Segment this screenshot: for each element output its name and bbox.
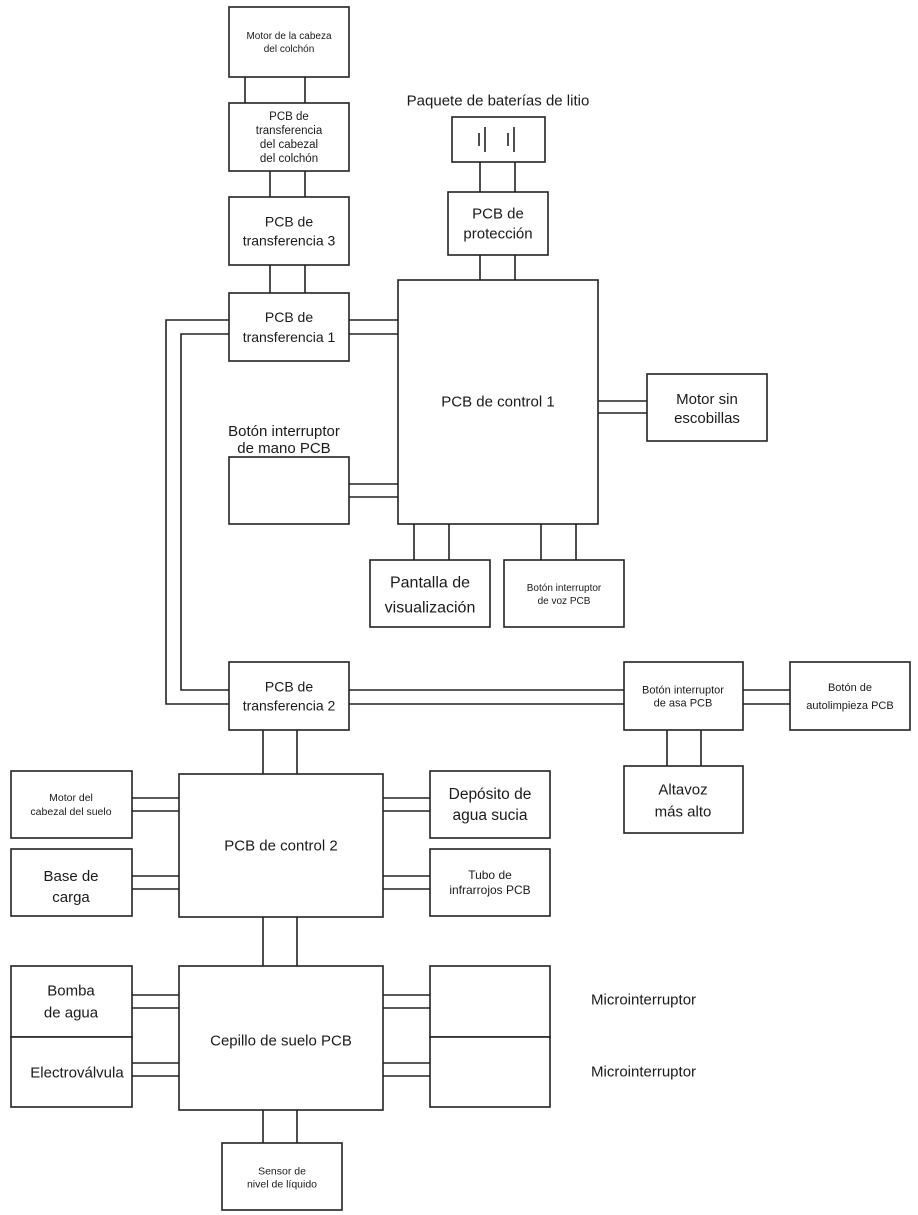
micro-1-title-text: Microinterruptor: [591, 991, 696, 1008]
base-carga-box: [10, 848, 133, 917]
electrovalvula-box: [10, 1036, 133, 1108]
deposito-text: Depósito de: [449, 786, 532, 803]
motor-cabezal-suelo-text: Motor del: [49, 792, 93, 804]
boton-mano-title-text: Botón interruptor: [228, 423, 340, 440]
base-carga-text: carga: [52, 889, 90, 906]
cepillo-box: [178, 965, 384, 1111]
connections: [132, 77, 790, 1143]
boton-autolimpieza-text: Botón de: [828, 682, 872, 694]
wire-bus: [165, 319, 229, 705]
pcb-transfer-1-text: PCB de: [265, 309, 313, 325]
micro-2-box: [429, 1036, 551, 1108]
pcb-transfer-1-box: [228, 292, 350, 362]
bomba-box: [10, 965, 133, 1038]
bomba-text: de agua: [44, 1004, 99, 1021]
pcb-transfer-cabezal-text: del colchón: [260, 153, 318, 165]
pcb-proteccion-box: [447, 191, 549, 256]
pcb-transfer-3-text: transferencia 3: [243, 233, 336, 249]
pcb-control-2-text: PCB de control 2: [224, 837, 337, 854]
pcb-transfer-cabezal-text: PCB de: [269, 111, 309, 123]
bomba-text: Bomba: [47, 982, 95, 999]
pcb-control-2-box: [178, 773, 384, 918]
micro-2-title-text: Microinterruptor: [591, 1063, 696, 1080]
pantalla-text: visualización: [385, 599, 476, 616]
pcb-proteccion-text: PCB de: [472, 205, 524, 222]
motor-sin-escobillas-text: Motor sin: [676, 391, 738, 408]
altavoz-text: más alto: [655, 803, 712, 820]
sensor-nivel-text: Sensor de: [258, 1165, 306, 1177]
motor-cabeza-colchon-text: del colchón: [264, 44, 315, 55]
tubo-infrarrojos-text: Tubo de: [468, 868, 512, 882]
boton-mano-title-text: de mano PCB: [237, 440, 330, 457]
pcb-transfer-cabezal-box: [228, 102, 350, 172]
boton-mano-box: [228, 456, 350, 525]
boton-asa-box: [623, 661, 744, 731]
pcb-transfer-1-text: transferencia 1: [243, 329, 336, 345]
battery-cells-icon: [478, 127, 515, 152]
deposito-box: [429, 770, 551, 839]
boton-asa-text: de asa PCB: [654, 697, 713, 709]
wire-bus: [180, 333, 229, 691]
pcb-proteccion-text: protección: [463, 225, 532, 242]
tubo-infrarrojos-box: [429, 848, 551, 917]
boton-autolimpieza-text: autolimpieza PCB: [806, 700, 893, 712]
pantalla-box: [369, 559, 491, 628]
micro-1-box: [429, 965, 551, 1038]
pcb-transfer-cabezal-text: del cabezal: [260, 139, 318, 151]
pcb-transfer-cabezal-text: transferencia: [256, 125, 323, 137]
pcb-transfer-2-text: transferencia 2: [243, 698, 336, 714]
cepillo-text: Cepillo de suelo PCB: [210, 1032, 352, 1049]
boton-voz-text: de voz PCB: [538, 596, 591, 607]
boton-asa-text: Botón interruptor: [642, 684, 724, 696]
motor-cabezal-suelo-box: [10, 770, 133, 839]
pantalla-text: Pantalla de: [390, 574, 470, 591]
baterias-title-text: Paquete de baterías de litio: [407, 92, 590, 109]
boton-voz-text: Botón interruptor: [527, 583, 602, 594]
pcb-control-1-text: PCB de control 1: [441, 393, 554, 410]
pcb-transfer-2-text: PCB de: [265, 679, 313, 695]
altavoz-box: [623, 765, 744, 834]
motor-cabezal-suelo-text: cabezal del suelo: [30, 806, 111, 818]
boxes: [10, 6, 911, 1211]
altavoz-text: Altavoz: [658, 781, 707, 798]
motor-cabeza-colchon-box: [228, 6, 350, 78]
pcb-control-1-box: [397, 279, 599, 525]
pcb-transfer-2-box: [228, 661, 350, 731]
sensor-nivel-text: nivel de líquido: [247, 1178, 317, 1190]
pcb-transfer-3-box: [228, 196, 350, 266]
battery-pack-box: [451, 116, 546, 163]
motor-sin-escobillas-text: escobillas: [674, 410, 740, 427]
motor-cabeza-colchon-text: Motor de la cabeza: [246, 31, 331, 42]
boton-voz-box: [503, 559, 625, 628]
electrovalvula-text: Electroválvula: [30, 1064, 124, 1081]
pcb-transfer-3-text: PCB de: [265, 214, 313, 230]
base-carga-text: Base de: [43, 868, 98, 885]
boton-autolimpieza-box: [789, 661, 911, 731]
sensor-nivel-box: [221, 1142, 343, 1211]
motor-sin-escobillas-box: [646, 373, 768, 442]
deposito-text: agua sucia: [453, 807, 528, 824]
tubo-infrarrojos-text: infrarrojos PCB: [449, 883, 530, 897]
